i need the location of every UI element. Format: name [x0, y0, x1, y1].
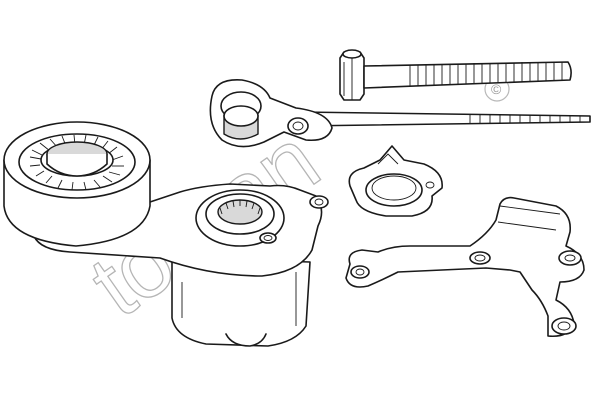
mounting-bracket [345, 196, 585, 338]
star-lock-washer [348, 145, 443, 217]
copyright-symbol: © [491, 81, 502, 97]
tension-lever [209, 79, 591, 148]
tensioner-arm-housing [33, 183, 329, 347]
long-bolt [339, 49, 572, 101]
belt-tensioner-pulley [3, 121, 151, 247]
